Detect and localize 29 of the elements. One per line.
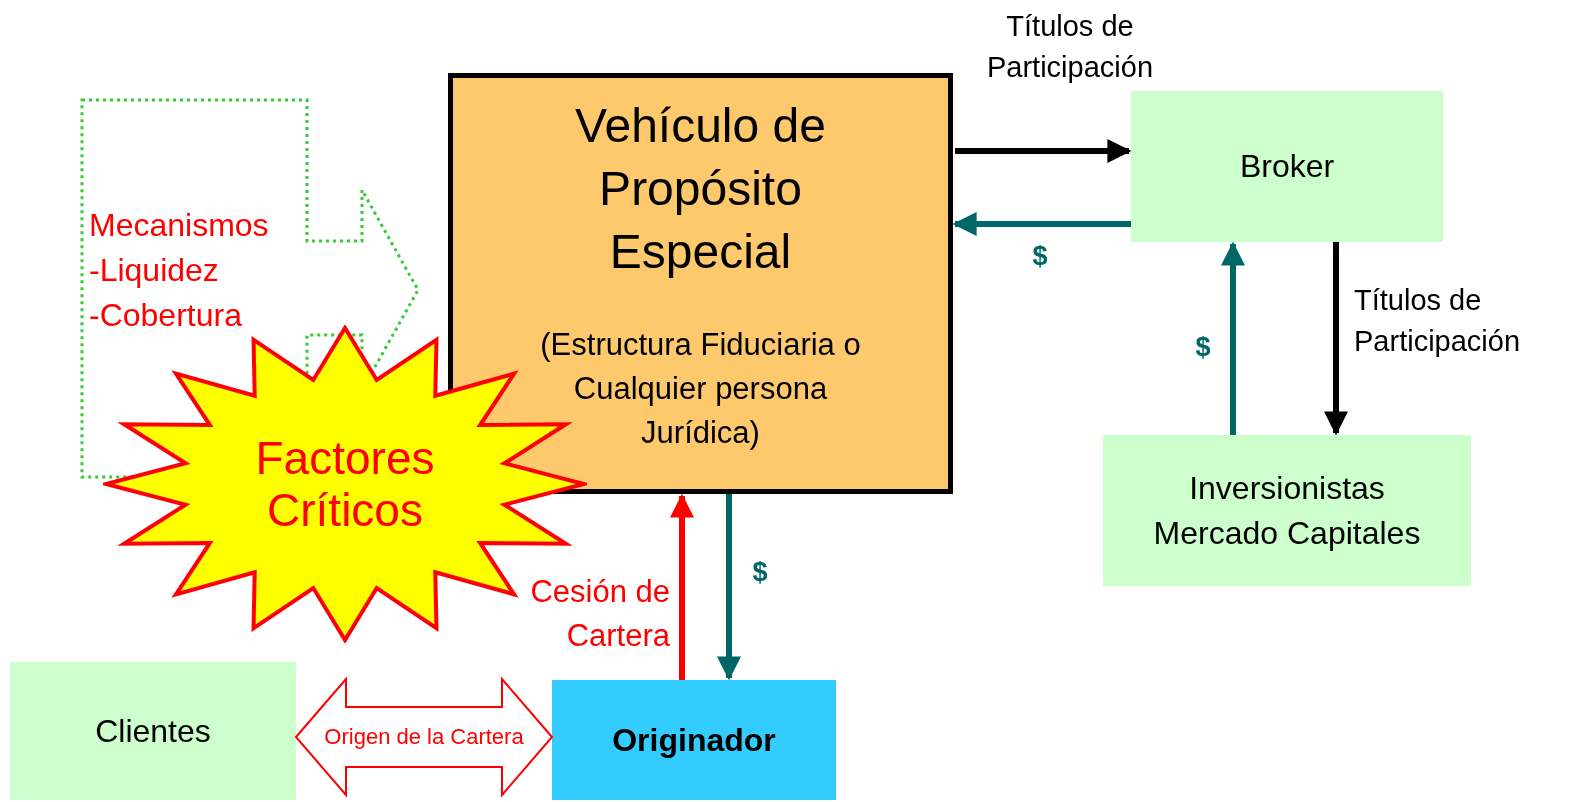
- starburst-text: Factores Críticos: [254, 432, 436, 536]
- process-box: [448, 73, 953, 494]
- entity-label: Clientes: [95, 711, 211, 751]
- arrow: [955, 139, 1132, 163]
- arrow: [670, 493, 694, 680]
- entity-box: [1103, 435, 1471, 586]
- edge-label: $: [1194, 331, 1212, 364]
- edge-label: $: [1031, 240, 1049, 273]
- box-subtitle: (Estructura Fiduciaria o Cualquier persona Jurídica): [539, 326, 862, 452]
- mechanism-text: -Liquidez: [89, 251, 220, 290]
- edge-label: Origen de la Cartera: [323, 723, 525, 751]
- entity-box: [10, 662, 296, 800]
- mechanism-text: -Cobertura: [89, 296, 243, 335]
- entity-box: [1131, 91, 1443, 242]
- edge-label: Cesión de Cartera: [529, 573, 670, 655]
- entity-label: Originador: [612, 720, 776, 760]
- entity-box: [552, 680, 836, 800]
- edge-label: Títulos de Participación: [1354, 283, 1522, 359]
- entity-label: Broker: [1239, 147, 1335, 186]
- mechanism-text: Mecanismos: [89, 206, 269, 245]
- edge-label: $: [751, 556, 769, 589]
- arrow: [1324, 242, 1348, 436]
- double-block-arrow: [294, 676, 554, 798]
- arrow: [952, 212, 1131, 236]
- box-title: Vehículo de Propósito Especial: [574, 98, 827, 280]
- edge-label: Títulos de Participación: [986, 9, 1154, 85]
- arrow: [1221, 241, 1245, 435]
- entity-label: Inversionistas Mercado Capitales: [1152, 468, 1422, 553]
- arrow: [717, 494, 741, 681]
